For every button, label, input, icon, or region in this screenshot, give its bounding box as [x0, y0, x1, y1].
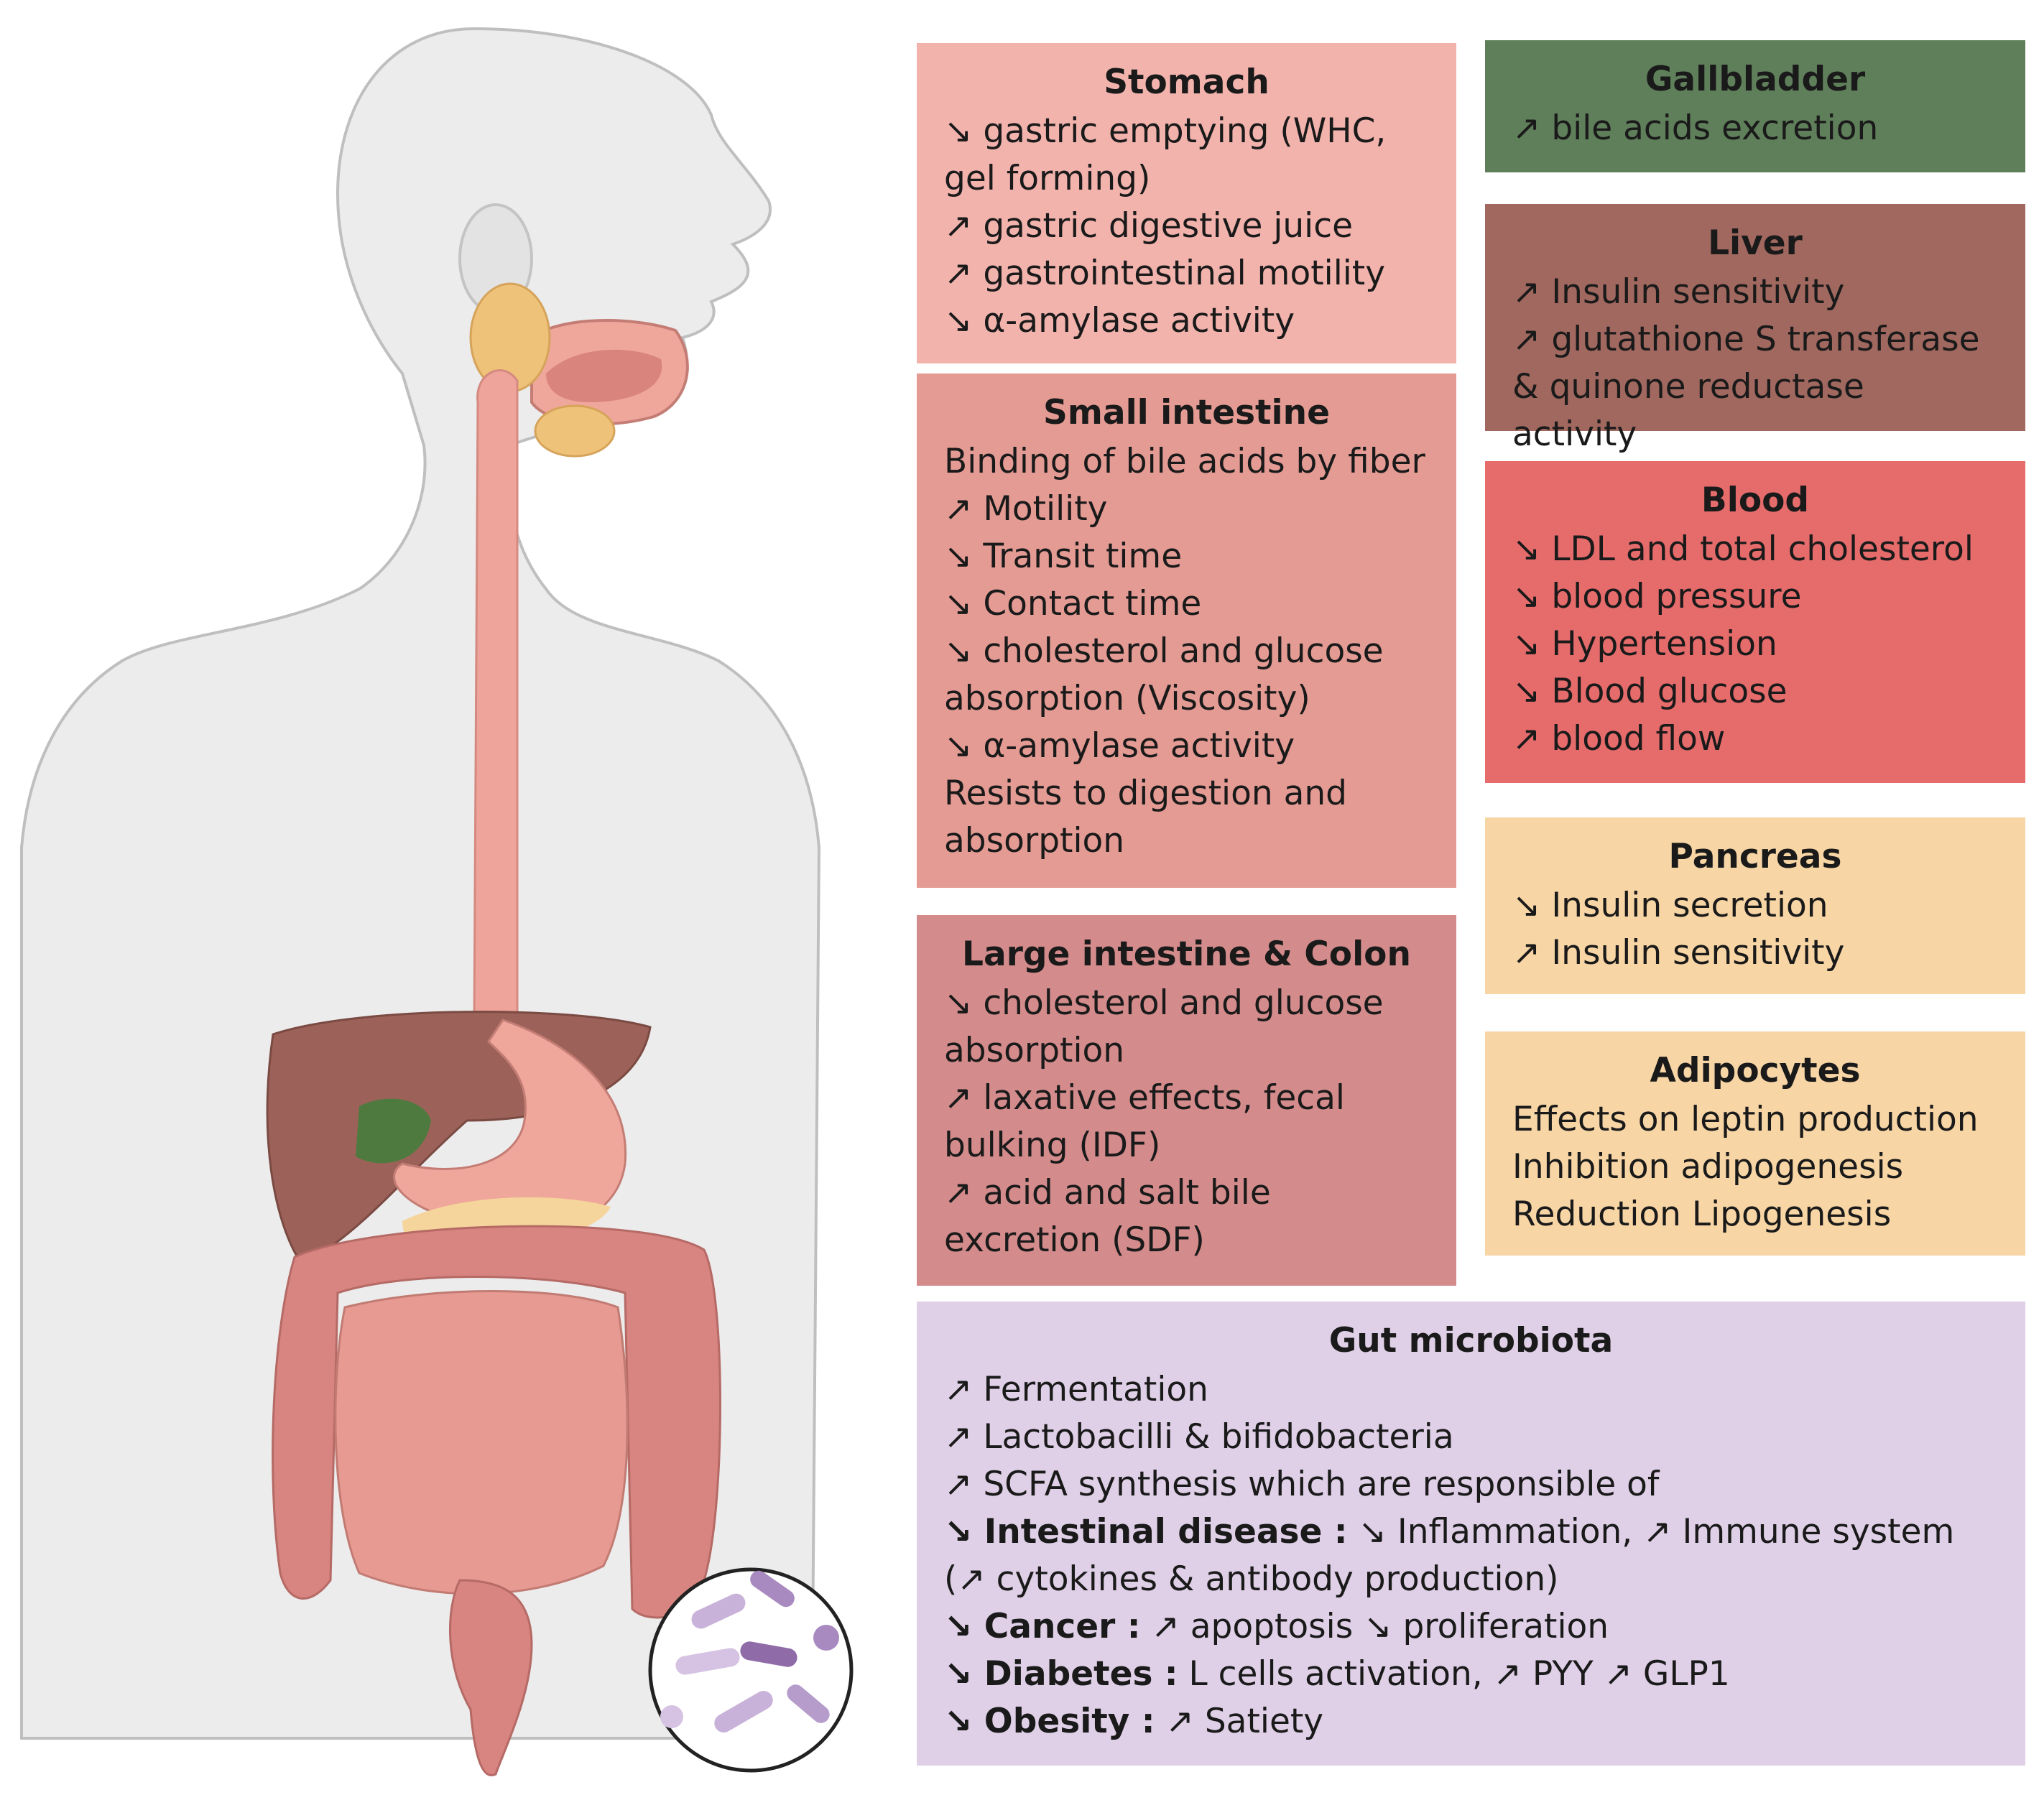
panel-adipocytes: Adipocytes Effects on leptin production …	[1485, 1031, 2025, 1256]
bacterium	[714, 1691, 773, 1733]
panel-title: Gut microbiota	[1328, 1321, 1614, 1360]
panel-line: ↘ blood pressure	[1512, 577, 1802, 616]
panel-stomach: Stomach ↘ gastric emptying (WHC, gel for…	[917, 43, 1456, 363]
panel-line: Inhibition adipogenesis	[1512, 1147, 1904, 1187]
panel-line: ↗ laxative effects, fecal bulking (IDF)	[944, 1078, 1345, 1165]
panel-line: Resists to digestion and absorption	[944, 774, 1347, 861]
panel-pancreas: Pancreas ↘ Insulin secretion ↗ Insulin s…	[1485, 817, 2025, 994]
body-silhouette	[20, 27, 821, 1740]
panel-line: Binding of bile acids by fiber	[944, 442, 1425, 481]
panel-line: ↘ gastric emptying (WHC, gel forming)	[944, 111, 1387, 198]
panel-line: ↗ SCFA synthesis which are responsible o…	[944, 1465, 1660, 1504]
panel-line: ↗ Motility	[944, 489, 1108, 529]
rich-line-rest: ↘ Inflammation, ↗ Immune system (↗ cytok…	[944, 1512, 1955, 1599]
panel-gallbladder: Gallbladder ↗ bile acids excretion	[1485, 40, 2025, 172]
bacteria-cluster	[660, 1570, 839, 1733]
panel-line: ↘ Blood glucose	[1512, 672, 1788, 711]
bacterium	[813, 1625, 839, 1651]
panel-line: ↗ gastrointestinal motility	[944, 254, 1386, 293]
tongue	[546, 349, 662, 402]
panel-rich-line: ↘ Diabetes : L cells activation, ↗ PYY ↗…	[944, 1651, 1998, 1698]
panel-line: ↘ α-amylase activity	[944, 301, 1295, 340]
panel-title: Pancreas	[1668, 837, 1842, 876]
panel-rich-line: ↘ Cancer : ↗ apoptosis ↘ proliferation	[944, 1603, 1998, 1651]
rich-line-bold: ↘ Diabetes :	[944, 1654, 1178, 1694]
panel-line: ↘ Contact time	[944, 584, 1202, 623]
stomach-organ	[393, 1019, 626, 1234]
panel-line: Reduction Lipogenesis	[1512, 1195, 1892, 1234]
bacterium	[675, 1648, 740, 1675]
panel-line: ↘ Transit time	[944, 537, 1183, 576]
panel-line: ↗ Fermentation	[944, 1370, 1208, 1409]
panel-line: ↘ Insulin secretion	[1512, 886, 1828, 925]
panel-line: ↘ LDL and total cholesterol	[1512, 529, 1974, 569]
panel-line: ↗ Lactobacilli & bifidobacteria	[944, 1417, 1454, 1457]
panel-line: Effects on leptin production	[1512, 1100, 1979, 1139]
panel-gut-microbiota: Gut microbiota ↗ Fermentation ↗ Lactobac…	[917, 1302, 2025, 1766]
bacterium	[787, 1684, 830, 1723]
bacterium	[691, 1593, 746, 1629]
bacterium	[740, 1641, 797, 1667]
panel-title: Adipocytes	[1650, 1051, 1861, 1090]
panel-line: ↘ Hypertension	[1512, 624, 1777, 664]
rich-line-bold: ↘ Cancer :	[944, 1607, 1141, 1646]
panel-line: ↗ acid and salt bile excretion (SDF)	[944, 1173, 1271, 1260]
esophagus	[473, 369, 519, 1021]
panel-blood: Blood ↘ LDL and total cholesterol ↘ bloo…	[1485, 461, 2025, 783]
panel-title: Small intestine	[1043, 393, 1330, 432]
salivary-gland-submandibular	[534, 404, 616, 458]
panel-liver: Liver ↗ Insulin sensitivity ↗ glutathion…	[1485, 204, 2025, 454]
panel-line: ↘ α-amylase activity	[944, 726, 1295, 766]
bacterium	[660, 1705, 683, 1728]
panel-title: Stomach	[1104, 62, 1270, 102]
rich-line-rest: ↗ Satiety	[1155, 1702, 1324, 1741]
rectum-organ	[448, 1579, 533, 1776]
panel-line: ↗ blood flow	[1512, 719, 1726, 759]
rich-line-rest: L cells activation, ↗ PYY ↗ GLP1	[1178, 1654, 1730, 1694]
panel-title: Liver	[1708, 223, 1803, 263]
panel-line: ↗ Insulin sensitivity	[1512, 272, 1845, 312]
panel-title: Gallbladder	[1645, 60, 1866, 99]
panel-line: ↗ Insulin sensitivity	[1512, 933, 1845, 973]
panel-line: ↗ glutathione S transferase & quinone re…	[1512, 320, 1980, 454]
panel-title: Blood	[1701, 481, 1810, 520]
panel-small-intestine: Small intestine Binding of bile acids by…	[917, 374, 1456, 888]
panel-line: ↘ cholesterol and glucose absorption (Vi…	[944, 631, 1384, 718]
panel-line: ↘ cholesterol and glucose absorption	[944, 983, 1384, 1070]
digestive-system-illustration	[20, 27, 854, 1776]
panel-large-intestine-colon: Large intestine & Colon ↘ cholesterol an…	[917, 915, 1456, 1286]
rich-line-rest: ↗ apoptosis ↘ proliferation	[1140, 1607, 1609, 1646]
colon-organ	[272, 1225, 721, 1619]
panel-title: Large intestine & Colon	[962, 934, 1411, 974]
bacterium	[750, 1570, 795, 1608]
rich-line-bold: ↘ Obesity :	[944, 1702, 1155, 1741]
rich-line-bold: ↘ Intestinal disease :	[944, 1512, 1348, 1552]
panel-line: ↗ gastric digestive juice	[944, 206, 1353, 246]
gallbladder-organ	[356, 1098, 431, 1164]
panel-rich-line: ↘ Obesity : ↗ Satiety	[944, 1698, 1998, 1745]
panel-rich-line: ↘ Intestinal disease : ↘ Inflammation, ↗…	[944, 1508, 1998, 1603]
panel-line: ↗ bile acids excretion	[1512, 108, 1879, 148]
small-intestine-organ	[334, 1290, 629, 1595]
